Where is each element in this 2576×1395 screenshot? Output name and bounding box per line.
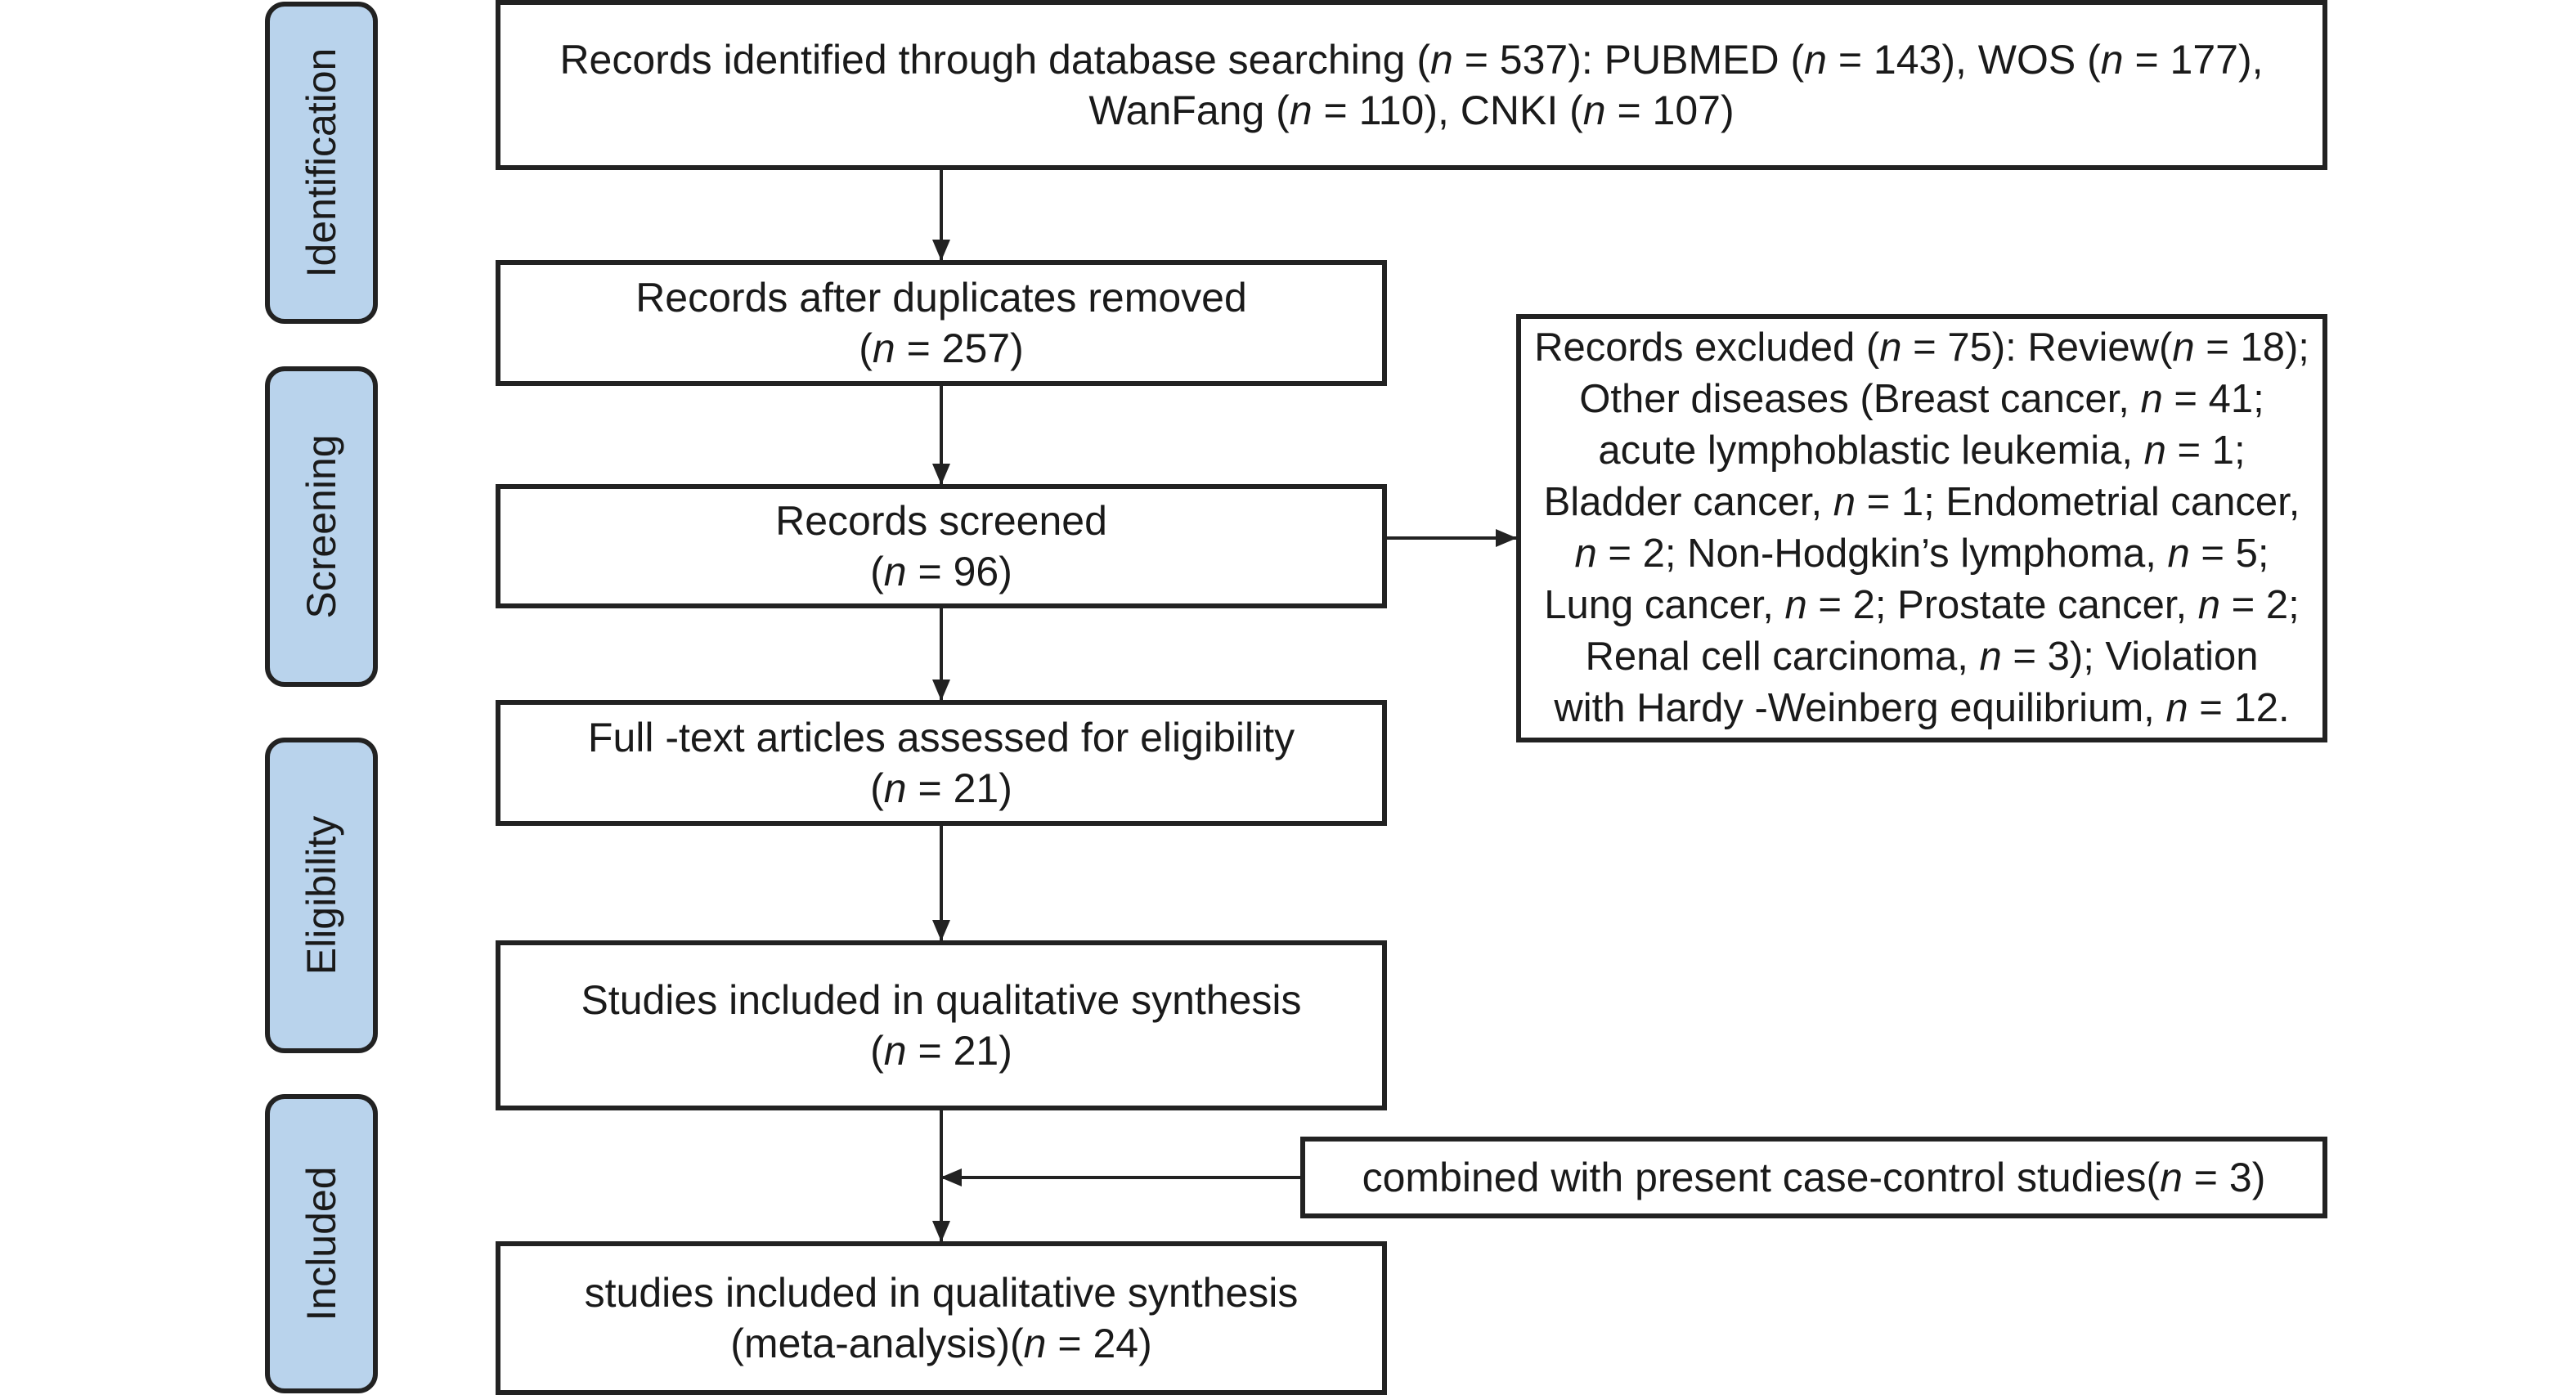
- stage-included: Included: [265, 1094, 378, 1393]
- text-segment: = 537): PUBMED (: [1452, 37, 1805, 83]
- text-segment: = 3): [2182, 1155, 2266, 1200]
- italic-n: n: [2143, 428, 2166, 473]
- text-segment: Records after duplicates removed: [635, 275, 1247, 321]
- italic-n: n: [1574, 532, 1597, 576]
- box-text-line: studies included in qualitative synthesi…: [585, 1267, 1299, 1318]
- text-segment: = 107): [1605, 87, 1735, 133]
- box-meta-analysis: studies included in qualitative synthesi…: [496, 1241, 1387, 1395]
- text-segment: = 143), WOS (: [1826, 37, 2101, 83]
- box-text-line: Records screened: [775, 496, 1107, 546]
- box-text-line: Full -text articles assessed for eligibi…: [588, 712, 1295, 763]
- italic-n: n: [1833, 480, 1856, 524]
- stage-identification: Identification: [265, 2, 378, 324]
- italic-n: n: [1430, 37, 1453, 83]
- italic-n: n: [1289, 87, 1313, 133]
- box-text-line: Records identified through database sear…: [559, 34, 2263, 85]
- italic-n: n: [1879, 325, 1902, 370]
- stage-eligibility: Eligibility: [265, 738, 378, 1053]
- stage-screening: Screening: [265, 366, 378, 687]
- italic-n: n: [2167, 532, 2190, 576]
- italic-n: n: [2140, 377, 2163, 421]
- text-segment: with Hardy -Weinberg equilibrium,: [1554, 686, 2166, 730]
- text-segment: (: [870, 549, 884, 594]
- italic-n: n: [2100, 37, 2124, 83]
- text-segment: = 2;: [2220, 583, 2300, 627]
- text-segment: Bladder cancer,: [1543, 480, 1833, 524]
- italic-n: n: [1784, 583, 1807, 627]
- text-segment: = 2; Non-Hodgkin’s lymphoma,: [1596, 532, 2168, 576]
- text-segment: Records identified through database sear…: [559, 37, 1431, 83]
- italic-n: n: [883, 1028, 907, 1074]
- text-segment: = 96): [906, 549, 1012, 594]
- text-segment: studies included in qualitative synthesi…: [584, 1270, 1299, 1316]
- italic-n: n: [883, 549, 907, 594]
- box-text-line: n = 2; Non-Hodgkin’s lymphoma, n = 5;: [1575, 528, 2269, 580]
- box-text-line: WanFang (n = 110), CNKI (n = 107): [1088, 85, 1734, 136]
- text-segment: = 257): [895, 325, 1024, 371]
- text-segment: = 3); Violation: [2001, 635, 2259, 679]
- text-segment: Other diseases (Breast cancer,: [1579, 377, 2141, 421]
- box-duplicates-removed: Records after duplicates removed(n = 257…: [496, 260, 1387, 386]
- text-segment: Records excluded (: [1534, 325, 1880, 370]
- text-segment: = 18);: [2194, 325, 2309, 370]
- text-segment: combined with present case-control studi…: [1362, 1155, 2161, 1200]
- box-text-line: Lung cancer, n = 2; Prostate cancer, n =…: [1544, 580, 2299, 631]
- box-text-line: Records after duplicates removed: [635, 272, 1247, 323]
- italic-n: n: [2197, 583, 2221, 627]
- text-segment: = 24): [1046, 1321, 1152, 1366]
- box-text-line: acute lymphoblastic leukemia, n = 1;: [1598, 425, 2245, 477]
- text-segment: Records screened: [775, 498, 1107, 544]
- box-text-line: Bladder cancer, n = 1; Endometrial cance…: [1544, 477, 2300, 528]
- text-segment: Renal cell carcinoma,: [1585, 635, 1980, 679]
- text-segment: acute lymphoblastic leukemia,: [1598, 428, 2144, 473]
- italic-n: n: [2165, 686, 2188, 730]
- text-segment: = 177),: [2123, 37, 2264, 83]
- box-text-line: (meta-analysis)(n = 24): [730, 1318, 1151, 1369]
- box-text-line: Studies included in qualitative synthesi…: [581, 975, 1301, 1025]
- box-text-line: Other diseases (Breast cancer, n = 41;: [1579, 374, 2264, 425]
- box-records-screened: Records screened(n = 96): [496, 484, 1387, 608]
- italic-n: n: [1979, 635, 2002, 679]
- text-segment: Lung cancer,: [1544, 583, 1785, 627]
- text-segment: = 1;: [2165, 428, 2246, 473]
- box-case-control-studies: combined with present case-control studi…: [1300, 1137, 2327, 1218]
- box-text-line: combined with present case-control studi…: [1362, 1152, 2266, 1203]
- box-text-line: Records excluded (n = 75): Review(n = 18…: [1534, 322, 2309, 374]
- box-full-text-assessed: Full -text articles assessed for eligibi…: [496, 700, 1387, 826]
- text-segment: = 21): [906, 1028, 1012, 1074]
- italic-n: n: [883, 765, 907, 811]
- italic-n: n: [2172, 325, 2195, 370]
- box-text-line: (n = 257): [859, 323, 1024, 374]
- text-segment: = 21): [906, 765, 1012, 811]
- box-records-identified: Records identified through database sear…: [496, 0, 2327, 170]
- text-segment: (: [870, 1028, 884, 1074]
- text-segment: Full -text articles assessed for eligibi…: [587, 715, 1295, 760]
- italic-n: n: [2160, 1155, 2183, 1200]
- text-segment: Studies included in qualitative synthesi…: [581, 977, 1302, 1023]
- box-text-line: with Hardy -Weinberg equilibrium, n = 12…: [1554, 683, 2289, 734]
- box-text-line: (n = 21): [870, 1025, 1012, 1076]
- text-segment: = 2; Prostate cancer,: [1806, 583, 2198, 627]
- text-segment: = 75): Review(: [1901, 325, 2173, 370]
- italic-n: n: [872, 325, 895, 371]
- text-segment: = 1; Endometrial cancer,: [1855, 480, 2300, 524]
- italic-n: n: [1582, 87, 1606, 133]
- italic-n: n: [1023, 1321, 1047, 1366]
- text-segment: = 110), CNKI (: [1312, 87, 1583, 133]
- box-text-line: (n = 21): [870, 763, 1012, 814]
- text-segment: (: [870, 765, 884, 811]
- text-segment: = 5;: [2189, 532, 2269, 576]
- box-text-line: Renal cell carcinoma, n = 3); Violation: [1585, 631, 2258, 683]
- box-qualitative-synthesis: Studies included in qualitative synthesi…: [496, 940, 1387, 1110]
- box-records-excluded: Records excluded (n = 75): Review(n = 18…: [1516, 314, 2327, 742]
- text-segment: (meta-analysis)(: [730, 1321, 1024, 1366]
- italic-n: n: [1804, 37, 1827, 83]
- text-segment: WanFang (: [1088, 87, 1290, 133]
- box-text-line: (n = 96): [870, 546, 1012, 597]
- text-segment: (: [859, 325, 873, 371]
- text-segment: = 41;: [2162, 377, 2264, 421]
- text-segment: = 12.: [2188, 686, 2290, 730]
